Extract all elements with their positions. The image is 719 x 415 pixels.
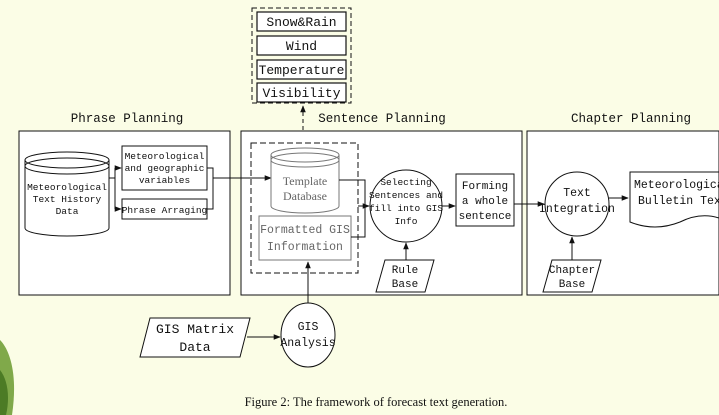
- formatted-gis-box: [258, 215, 352, 261]
- gis-analysis-node: [280, 302, 336, 368]
- gis-matrix-shape: [139, 317, 251, 358]
- rule-base-line2: Base: [392, 279, 418, 291]
- bulletin-line1: Meteorological: [634, 179, 719, 192]
- selecting-line1: Selecting: [380, 177, 431, 188]
- integration-line1: Text: [563, 187, 591, 200]
- rule-base-line1: Rule: [392, 265, 418, 277]
- chapter-base-line1: Chapter: [549, 265, 595, 277]
- title-phrase-planning: Phrase Planning: [71, 112, 184, 126]
- variables-line2: and geographic: [125, 163, 205, 174]
- rule-base-shape: [375, 259, 435, 293]
- text-integration-node: [544, 171, 610, 237]
- gis-matrix-line2: Data: [179, 340, 210, 355]
- phrase-arranging-label: Phrase Arraging: [122, 205, 208, 216]
- formatted-gis-line2: Information: [267, 241, 343, 254]
- history-db-line2: Text History: [33, 194, 102, 205]
- variables-box: [121, 145, 208, 191]
- selecting-line2: Sentences and: [369, 190, 443, 201]
- integration-line2: Integration: [539, 203, 615, 216]
- forming-line1: Forming: [462, 181, 508, 193]
- bulletin-text-shape: [629, 171, 719, 228]
- gis-matrix-line1: GIS Matrix: [156, 322, 234, 337]
- weather-item-snow-rain: Snow&Rain: [266, 15, 336, 30]
- history-db-line3: Data: [56, 206, 79, 217]
- weather-item-wind: Wind: [286, 39, 317, 54]
- variables-line1: Meteorological: [125, 151, 205, 162]
- template-database: [270, 147, 340, 214]
- history-database: [24, 151, 110, 237]
- selecting-line3: fill into GIS: [369, 203, 443, 214]
- knowledge-frame: [250, 142, 359, 274]
- connector: [207, 167, 214, 210]
- leaf-decoration: [0, 340, 15, 415]
- title-sentence-planning: Sentence Planning: [318, 112, 446, 126]
- weather-item-box: [256, 11, 347, 32]
- history-db-line1: Meteorological: [27, 182, 107, 193]
- chapter-base-line2: Base: [559, 279, 585, 291]
- gis-analysis-line2: Analysis: [280, 337, 335, 350]
- variables-line3: variables: [139, 175, 190, 186]
- figure-caption: Figure 2: The framework of forecast text…: [245, 395, 508, 409]
- bulletin-line2: Bulletin Text: [638, 195, 719, 208]
- forming-sentence-box: [455, 173, 515, 227]
- weather-item-visibility: Visibility: [262, 86, 340, 101]
- gis-analysis-line1: GIS: [298, 321, 319, 334]
- forming-line3: sentence: [459, 211, 512, 223]
- title-chapter-planning: Chapter Planning: [571, 112, 691, 126]
- weather-list-frame: [251, 7, 352, 104]
- weather-item-box: [256, 35, 347, 56]
- template-db-line1: Template: [283, 174, 327, 188]
- weather-list: Snow&Rain Wind Temperature Visibility: [256, 11, 347, 103]
- weather-item-temperature: Temperature: [259, 63, 345, 78]
- formatted-gis-line1: Formatted GIS: [260, 224, 350, 237]
- weather-item-box: [256, 82, 347, 103]
- weather-item-box: [256, 59, 347, 80]
- template-db-line2: Database: [283, 189, 327, 203]
- selecting-line4: Info: [395, 216, 418, 227]
- forming-line2: a whole: [462, 196, 508, 208]
- chapter-base-shape: [542, 259, 602, 293]
